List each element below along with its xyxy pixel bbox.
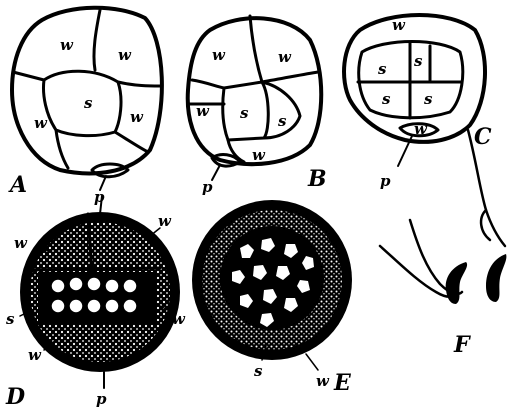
panel-b-wall-line (262, 72, 318, 82)
panel-a-wall-line (115, 132, 148, 152)
panel-b-wall-label: w (212, 46, 226, 64)
panel-a-wall-label: w (130, 108, 144, 126)
panel-a-wall-line (13, 72, 44, 80)
panel-a-wall-label: w (60, 36, 74, 54)
panel-c-cell-label: s (424, 90, 433, 108)
panel-a-wall-label: w (34, 114, 48, 132)
panel-a-central-cell (44, 71, 122, 135)
panel-d-side-label: s (6, 310, 15, 328)
spore (123, 279, 137, 293)
panel-a-wall-line (56, 130, 68, 168)
panel-c-cell-label: s (378, 60, 387, 78)
panel-a-wall-line (118, 82, 160, 86)
panel-d-side-label: w (14, 234, 28, 252)
panel-a-cell-label: s (84, 94, 93, 112)
panel-b-wall-label: w (196, 102, 210, 120)
panel-b-stalk-pointer (212, 165, 220, 180)
panel-b-wall-label: w (252, 146, 266, 164)
panel-b-wall-line (250, 16, 262, 82)
panel-c-cell-label: s (414, 52, 423, 70)
panel-b-wall-label: w (278, 48, 292, 66)
panel-b-stalk-label: p (202, 178, 213, 196)
spore (87, 299, 101, 313)
panel-c-cell-label: s (382, 90, 391, 108)
panel-c-wall-label: w (414, 120, 428, 138)
spore (123, 299, 137, 313)
panel-a-wall-label: w (118, 46, 132, 64)
panel-b-label: B (307, 166, 327, 192)
panel-c-stalk-label: p (380, 172, 391, 190)
spore (51, 299, 65, 313)
panel-b-cell-label: s (278, 112, 287, 130)
panel-e-side-label: w (316, 372, 330, 390)
panel-d-side-label: w (158, 212, 172, 230)
spore (105, 279, 119, 293)
spore (69, 277, 83, 291)
panel-d-divider (30, 268, 160, 270)
panel-d-stalk-label: p (96, 390, 107, 408)
panel-e-side-label: s (254, 362, 263, 380)
panel-d-side-label: w (172, 310, 186, 328)
panel-f-body (486, 254, 506, 302)
panel-e-leader (306, 354, 318, 370)
spore (105, 299, 119, 313)
panel-e (192, 200, 352, 370)
panel-b-wall-line (192, 80, 224, 88)
panel-a-wall-line (94, 10, 100, 70)
panel-f-body (446, 262, 467, 304)
panel-b-cell-label: s (240, 104, 249, 122)
panel-f-label: F (453, 332, 471, 358)
panel-c-egg (344, 15, 485, 166)
spore (51, 279, 65, 293)
panel-d-side-label: w (28, 346, 42, 364)
panel-f (380, 220, 506, 304)
spore (87, 277, 101, 291)
panel-d (20, 196, 180, 388)
panel-e-label: E (333, 370, 352, 396)
panel-a-label: A (8, 172, 27, 198)
panel-c-wall-label: w (392, 16, 406, 34)
spore (69, 299, 83, 313)
panel-a-stalk-label: p (94, 188, 105, 206)
panel-b-outer-wall (188, 18, 322, 164)
panel-c-label: C (474, 124, 492, 150)
panel-d-label: D (5, 384, 25, 410)
